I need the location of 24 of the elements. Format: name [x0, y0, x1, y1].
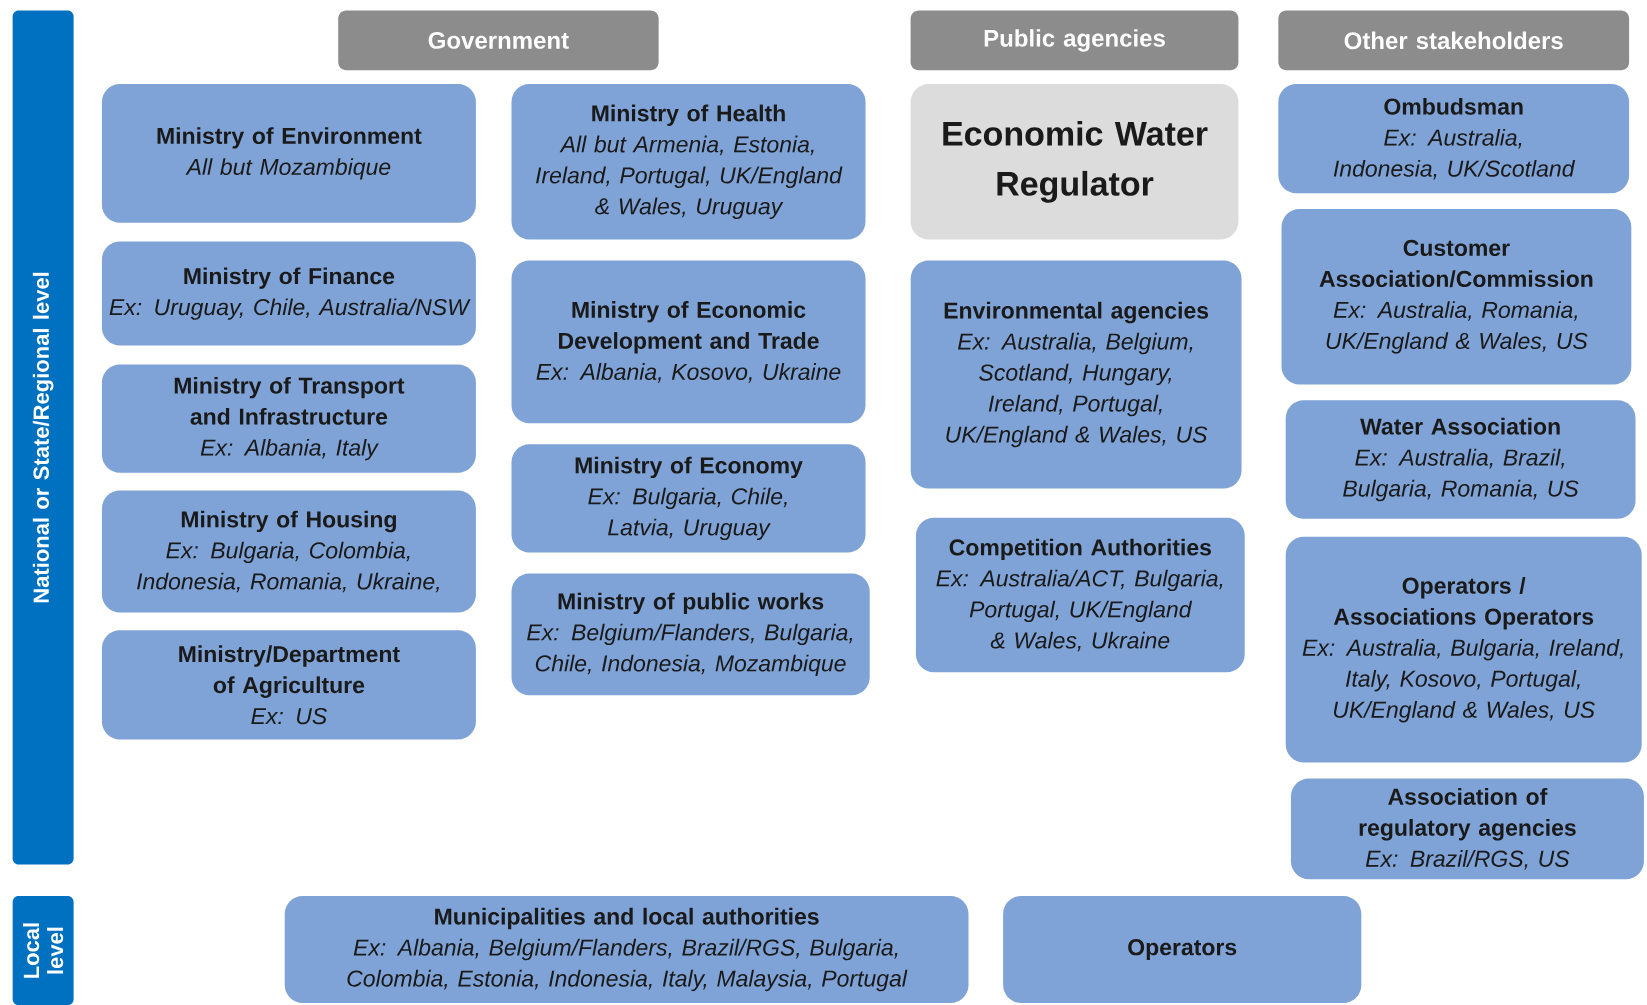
- organization-box: Ministry of Environment All but Mozambique: [101, 84, 476, 223]
- organization-box: Ministry of Economy Ex: Bulgaria, Chile, Latvia, Uruguay: [511, 444, 866, 553]
- organization-box: Ministry of public works Ex: Belgium/Flanders, Bulgaria, Chile, Indonesia, Mozambique: [511, 573, 870, 696]
- organization-box: Association of regulatory agencies Ex: Brazil/RGS, US: [1290, 778, 1644, 880]
- column-header: Other stakeholders: [1278, 10, 1630, 71]
- organization-box: Environmental agencies Ex: Australia, Belgium, Scotland, Hungary, Ireland, Portugal, UK/England & Wales, US: [910, 260, 1242, 489]
- level-band: National or State/Regional level: [12, 10, 74, 865]
- column-header: Public agencies: [910, 10, 1239, 71]
- level-band: Local level: [12, 896, 74, 1005]
- regulator-box: Economic Water Regulator: [910, 84, 1239, 240]
- organization-box: Operators: [1003, 895, 1362, 1004]
- organization-box: Competition Authorities Ex: Australia/ACT, Bulgaria, Portugal, UK/England & Wales, Ukraine: [915, 517, 1245, 673]
- organization-box: Operators / Associations Operators Ex: Australia, Bulgaria, Ireland, Italy, Kosovo, Portugal, UK/England & Wales, US: [1285, 536, 1642, 763]
- organization-box: Ministry of Economic Development and Trade Ex: Albania, Kosovo, Ukraine: [511, 260, 866, 424]
- organization-box: Ministry of Finance Ex: Uruguay, Chile, Australia/NSW: [101, 241, 476, 346]
- organization-box: Ombudsman Ex: Australia, Indonesia, UK/Scotland: [1278, 84, 1630, 194]
- organization-box: Municipalities and local authorities Ex: Albania, Belgium/Flanders, Brazil/RGS, Bulgaria, Colombia, Estonia, Indonesia, Italy, Malaysia, Portugal: [284, 895, 969, 1004]
- organization-box: Ministry of Housing Ex: Bulgaria, Colombia, Indonesia, Romania, Ukraine,: [101, 490, 476, 613]
- organization-box: Customer Association/Commission Ex: Australia, Romania, UK/England & Wales, US: [1281, 209, 1632, 385]
- column-header: Government: [338, 10, 659, 71]
- organization-box: Ministry/Department of Agriculture Ex: US: [101, 630, 476, 740]
- organization-box: Ministry of Health All but Armenia, Estonia, Ireland, Portugal, UK/England & Wales, Uruguay: [511, 84, 866, 240]
- organization-box: Ministry of Transport and Infrastructure Ex: Albania, Italy: [101, 364, 476, 473]
- organization-box: Water Association Ex: Australia, Brazil, Bulgaria, Romania, US: [1285, 400, 1636, 519]
